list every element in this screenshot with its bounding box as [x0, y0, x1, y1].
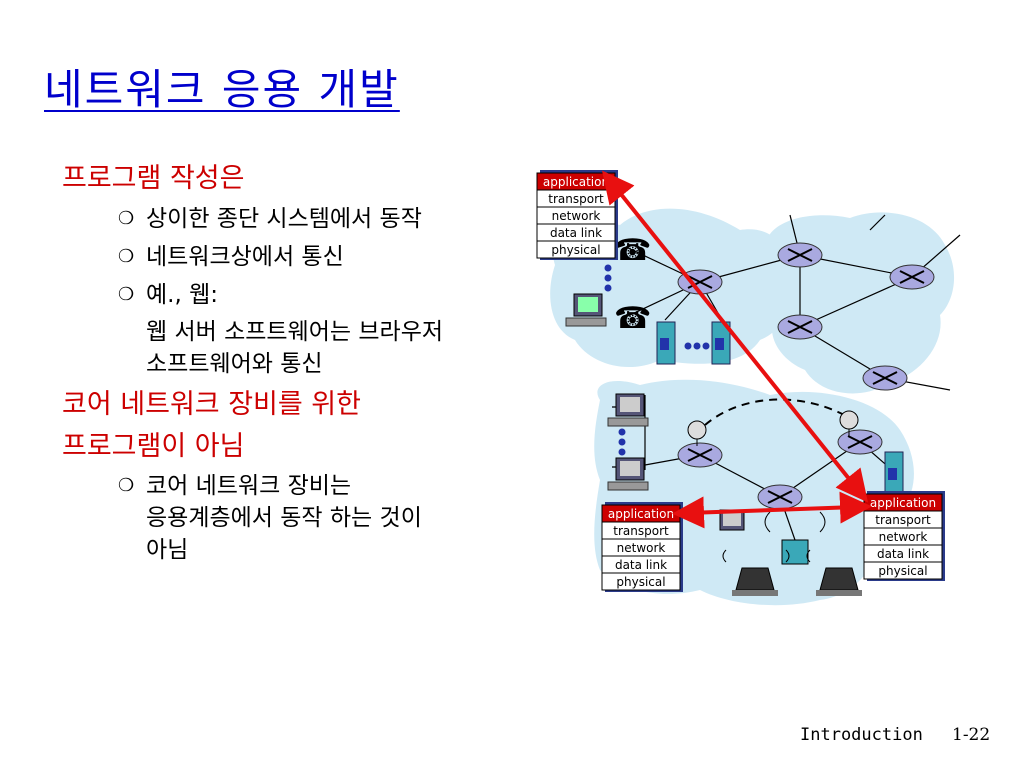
- sub-point-communicate: ❍ 네트워크상에서 통신: [62, 240, 552, 274]
- server-icon: [884, 451, 904, 495]
- application-communication-arrow: [601, 170, 869, 503]
- router-icon: [677, 442, 723, 468]
- stack-layer-application: application: [543, 175, 609, 189]
- router-icon: [837, 429, 883, 455]
- stack-layer-data-link: data link: [615, 558, 667, 572]
- desktop-computer-icon: [565, 293, 607, 327]
- router-icon: [677, 269, 723, 295]
- stack-layer-network: network: [879, 530, 928, 544]
- stack-layer-network: network: [617, 541, 666, 555]
- network-cloud: [550, 208, 955, 606]
- stack-layer-data-link: data link: [550, 226, 602, 240]
- server-icon: [711, 321, 731, 365]
- protocol-stack-bottom-left: application transport network data link …: [601, 502, 683, 592]
- wireless-base-station-icon: [764, 511, 826, 565]
- bullet-list: 프로그램 작성은 ❍ 상이한 종단 시스템에서 동작 ❍ 네트워크상에서 통신 …: [62, 160, 552, 570]
- dots-icon: [604, 264, 710, 456]
- router-icon: [862, 365, 908, 391]
- point-not-core-line1: 코어 네트워크 장비를 위한: [62, 389, 361, 420]
- desktop-computer-icon: [607, 457, 649, 491]
- hollow-circle-bullet-icon: ❍: [118, 208, 135, 229]
- stack-layer-application: application: [608, 507, 674, 521]
- desktop-computer-icon: [719, 509, 745, 531]
- hollow-circle-bullet-icon: ❍: [118, 475, 135, 496]
- laptop-icon: [722, 549, 790, 596]
- page-title: 네트워크 응용 개발: [44, 65, 400, 114]
- point-not-core-line2: 프로그램이 아님: [62, 431, 245, 462]
- router-icon: [777, 314, 823, 340]
- laptop-icon: [806, 549, 872, 596]
- hollow-circle-bullet-icon: ❍: [118, 284, 135, 305]
- desktop-computer-icon: [607, 393, 649, 427]
- telephone-icon: ☎: [614, 301, 651, 336]
- router-icon: [757, 484, 803, 510]
- stack-layer-transport: transport: [875, 513, 931, 527]
- satellite-link: [704, 398, 851, 426]
- svg-text:☎: ☎: [614, 301, 651, 336]
- satellite-dish-icon: [839, 410, 859, 436]
- sub-point-core-devices: ❍ 코어 네트워크 장비는 응용계층에서 동작 하는 것이 아님: [62, 470, 552, 566]
- server-icon: [656, 321, 676, 365]
- stack-layer-network: network: [552, 209, 601, 223]
- footer-label: Introduction: [800, 725, 923, 745]
- stack-layer-physical: physical: [551, 243, 600, 257]
- svg-text:☎: ☎: [614, 233, 651, 268]
- network-links: [612, 214, 961, 541]
- stack-layer-physical: physical: [616, 575, 665, 589]
- stack-layer-transport: transport: [548, 192, 604, 206]
- stack-layer-application: application: [870, 496, 936, 510]
- router-icon: [889, 264, 935, 290]
- hollow-circle-bullet-icon: ❍: [118, 246, 135, 267]
- satellite-dish-icon: [687, 420, 707, 446]
- page-number: 1-22: [952, 725, 991, 745]
- sub-point-different-systems: ❍ 상이한 종단 시스템에서 동작: [62, 202, 552, 236]
- stack-layer-data-link: data link: [877, 547, 929, 561]
- stack-layer-transport: transport: [613, 524, 669, 538]
- point-writing-programs: 프로그램 작성은: [62, 163, 245, 194]
- telephone-icon: ☎: [614, 233, 651, 268]
- web-example-detail: 웹 서버 소프트웨어는 브라우저 소프트웨어와 통신: [146, 319, 444, 377]
- protocol-stack-right: application transport network data link …: [863, 491, 945, 581]
- router-icon: [777, 242, 823, 268]
- stack-layer-physical: physical: [878, 564, 927, 578]
- sub-point-web-example: ❍ 예., 웹:: [62, 278, 552, 312]
- application-communication-arrow: [672, 491, 872, 529]
